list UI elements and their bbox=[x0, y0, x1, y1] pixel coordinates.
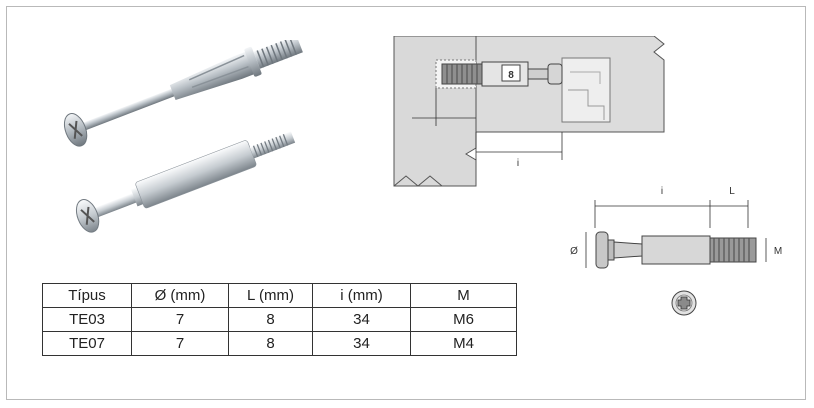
cell-type: TE07 bbox=[42, 331, 132, 356]
spec-table-header-row: Típus Ø (mm) L (mm) i (mm) M bbox=[42, 283, 517, 308]
spec-table: Típus Ø (mm) L (mm) i (mm) M TE03 7 8 34… bbox=[42, 283, 517, 356]
installation-diagram: 8 i bbox=[393, 36, 665, 187]
dimension-i-label: i bbox=[661, 186, 663, 197]
cell-i: 34 bbox=[312, 307, 411, 332]
header-length: L (mm) bbox=[228, 283, 313, 308]
installation-size-label: 8 bbox=[508, 70, 514, 81]
table-row: TE03 7 8 34 M6 bbox=[42, 307, 517, 332]
dimension-diagram: i L Ø M bbox=[570, 186, 782, 316]
dimension-diameter-label: Ø bbox=[570, 246, 578, 257]
connector-bolt-cylindrical-icon bbox=[75, 131, 296, 233]
dimension-M-label: M bbox=[774, 246, 782, 257]
cell-i: 34 bbox=[312, 331, 411, 356]
header-diameter: Ø (mm) bbox=[131, 283, 229, 308]
header-type: Típus bbox=[42, 283, 132, 308]
dimension-L-label: L bbox=[729, 186, 735, 197]
phillips-head-icon bbox=[671, 290, 697, 316]
header-i: i (mm) bbox=[312, 283, 411, 308]
cell-thread: M4 bbox=[410, 331, 517, 356]
table-row: TE07 7 8 34 M4 bbox=[42, 331, 517, 356]
header-thread: M bbox=[410, 283, 517, 308]
cell-diameter: 7 bbox=[131, 307, 229, 332]
product-photo bbox=[63, 40, 303, 233]
connector-bolt-expanding-icon bbox=[63, 40, 303, 147]
cell-length: 8 bbox=[228, 307, 313, 332]
cell-thread: M6 bbox=[410, 307, 517, 332]
cell-diameter: 7 bbox=[131, 331, 229, 356]
installation-i-label: i bbox=[517, 158, 519, 169]
cell-length: 8 bbox=[228, 331, 313, 356]
cell-type: TE03 bbox=[42, 307, 132, 332]
